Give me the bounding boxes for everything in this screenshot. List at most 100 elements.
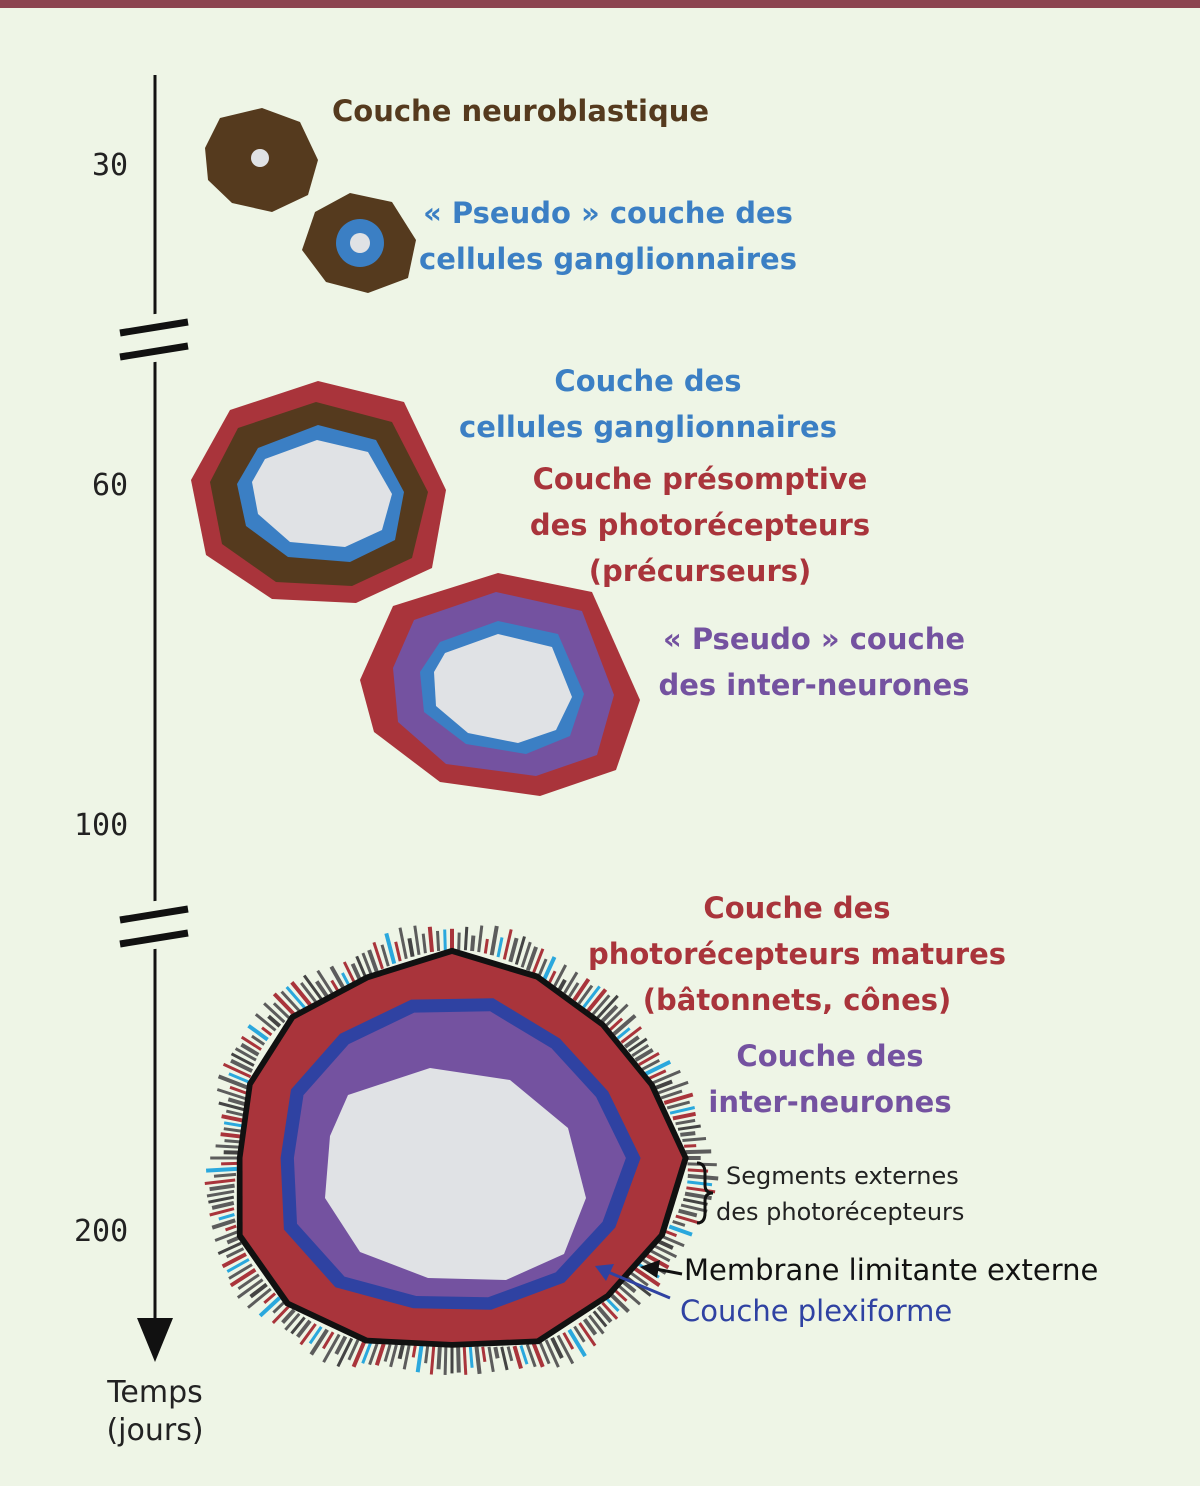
outer-segment-mark xyxy=(595,994,619,1020)
outer-segment-mark xyxy=(367,949,379,973)
outer-segment-mark xyxy=(383,1344,392,1362)
outer-segment-mark xyxy=(223,1121,244,1128)
outer-segment-mark xyxy=(550,1337,564,1359)
outer-segment-mark xyxy=(648,1069,667,1080)
outer-segment-mark xyxy=(462,1346,468,1375)
outer-segment-mark xyxy=(402,1344,411,1370)
outer-segment-mark xyxy=(654,1079,673,1090)
outer-segment-mark xyxy=(251,1034,266,1046)
outer-segment-mark xyxy=(341,972,351,987)
outer-segment-mark xyxy=(567,1328,587,1358)
outer-segment-mark xyxy=(206,1189,235,1198)
outer-segment-mark xyxy=(496,937,504,958)
outer-segment-mark xyxy=(680,1203,708,1213)
outer-segment-mark xyxy=(663,1092,694,1105)
outer-segment-mark xyxy=(228,1263,253,1280)
outer-segment-mark xyxy=(247,1024,269,1042)
outer-segment-mark xyxy=(672,1111,696,1121)
tick-100: 100 xyxy=(74,808,129,843)
outer-segment-mark xyxy=(657,1239,674,1250)
outer-segment-mark xyxy=(680,1131,696,1137)
outer-segment-mark xyxy=(267,1014,282,1028)
outer-segment-mark xyxy=(601,1301,619,1320)
outer-segment-mark xyxy=(563,971,579,994)
label-presumptive-photoreceptor-layer: Couche présomptive des photorécepteurs (… xyxy=(530,456,870,594)
photoreceptor-outer-segments xyxy=(204,925,719,1375)
outer-segment-mark xyxy=(374,1343,386,1366)
outer-segment-mark xyxy=(483,938,489,954)
outer-segment-mark xyxy=(429,1345,436,1375)
outer-segment-mark xyxy=(224,1224,237,1232)
outer-segment-mark xyxy=(661,1235,685,1248)
outer-segment-mark xyxy=(547,970,557,984)
outer-segment-mark xyxy=(254,1013,277,1032)
organoid-stage-3 xyxy=(191,381,446,603)
label-presumptive-line-2: des photorécepteurs xyxy=(529,508,871,542)
outer-segment-mark xyxy=(216,1088,248,1101)
outer-segment-mark xyxy=(573,1325,586,1343)
outer-segment-mark xyxy=(247,1287,272,1309)
outer-segment-mark xyxy=(415,1345,424,1373)
tick-30: 30 xyxy=(92,148,129,183)
outer-segment-mark xyxy=(296,1319,312,1339)
outer-segment-mark xyxy=(284,1312,301,1331)
outer-segment-mark xyxy=(263,1002,286,1024)
outer-segment-mark xyxy=(384,932,397,965)
outer-segment-mark xyxy=(562,1332,575,1350)
outer-segment-mark xyxy=(556,1334,575,1365)
outer-segment-mark xyxy=(205,1166,238,1173)
outer-segment-mark xyxy=(631,1044,650,1057)
outer-segment-mark xyxy=(657,1080,689,1095)
outer-segment-mark xyxy=(300,981,317,1003)
organoid-stage-5 xyxy=(204,925,719,1375)
outer-segment-mark xyxy=(224,1139,242,1144)
outer-segment-mark xyxy=(411,1345,417,1358)
outer-segment-mark xyxy=(668,1224,693,1237)
outer-segment-mark xyxy=(225,1109,246,1117)
outer-segment-mark xyxy=(229,1268,257,1288)
top-border xyxy=(0,0,1200,8)
outer-segment-mark xyxy=(421,933,427,954)
outer-segment-mark xyxy=(211,1218,236,1230)
outer-segment-mark xyxy=(322,1333,341,1363)
outer-segment-mark xyxy=(588,1314,605,1335)
tick-60: 60 xyxy=(92,468,129,503)
outer-segment-mark xyxy=(427,926,434,953)
outer-segment-mark xyxy=(665,1230,678,1238)
outer-segment-mark xyxy=(500,1346,509,1371)
outer-segment-mark xyxy=(493,1346,500,1359)
outer-segment-mark xyxy=(644,1060,672,1076)
outer-segment-mark xyxy=(217,1241,242,1255)
outer-segment-mark xyxy=(468,1346,474,1368)
outer-segment-mark xyxy=(537,958,548,978)
outer-segment-mark xyxy=(443,929,447,951)
label-ganglion-line-1: Couche des xyxy=(554,364,742,398)
outer-segment-mark xyxy=(361,1341,373,1364)
outer-segment-mark xyxy=(220,1132,243,1139)
outer-segment-mark xyxy=(481,1346,487,1363)
outer-segment-mark xyxy=(240,1035,262,1051)
outer-segment-mark xyxy=(407,937,415,958)
organoid-stage-1 xyxy=(205,108,318,212)
axis-break-2 xyxy=(118,897,192,953)
outer-segment-mark xyxy=(677,1124,701,1131)
outer-segment-mark xyxy=(281,1308,296,1324)
outer-segment-mark xyxy=(380,944,390,967)
outer-segment-mark xyxy=(213,1172,237,1178)
outer-segment-mark xyxy=(666,1100,691,1110)
outer-segment-mark xyxy=(660,1089,683,1100)
label-mature-line-2: photorécepteurs matures xyxy=(587,937,1007,971)
outer-segment-mark xyxy=(249,1282,268,1299)
outer-segment-mark xyxy=(226,1258,250,1273)
label-presumptive-line-1: Couche présomptive xyxy=(532,462,868,496)
outer-segment-mark xyxy=(316,969,334,995)
outer-segment-mark xyxy=(474,1346,482,1375)
outer-segment-mark xyxy=(211,1200,235,1210)
outer-segment-mark xyxy=(638,1051,660,1067)
outer-segment-mark xyxy=(604,1003,629,1028)
outer-segment-mark xyxy=(457,932,461,950)
outer-segment-mark xyxy=(234,1047,257,1062)
organoid-stage-2 xyxy=(302,193,416,293)
outer-segment-mark xyxy=(228,1072,250,1084)
outer-segment-mark xyxy=(477,925,484,953)
